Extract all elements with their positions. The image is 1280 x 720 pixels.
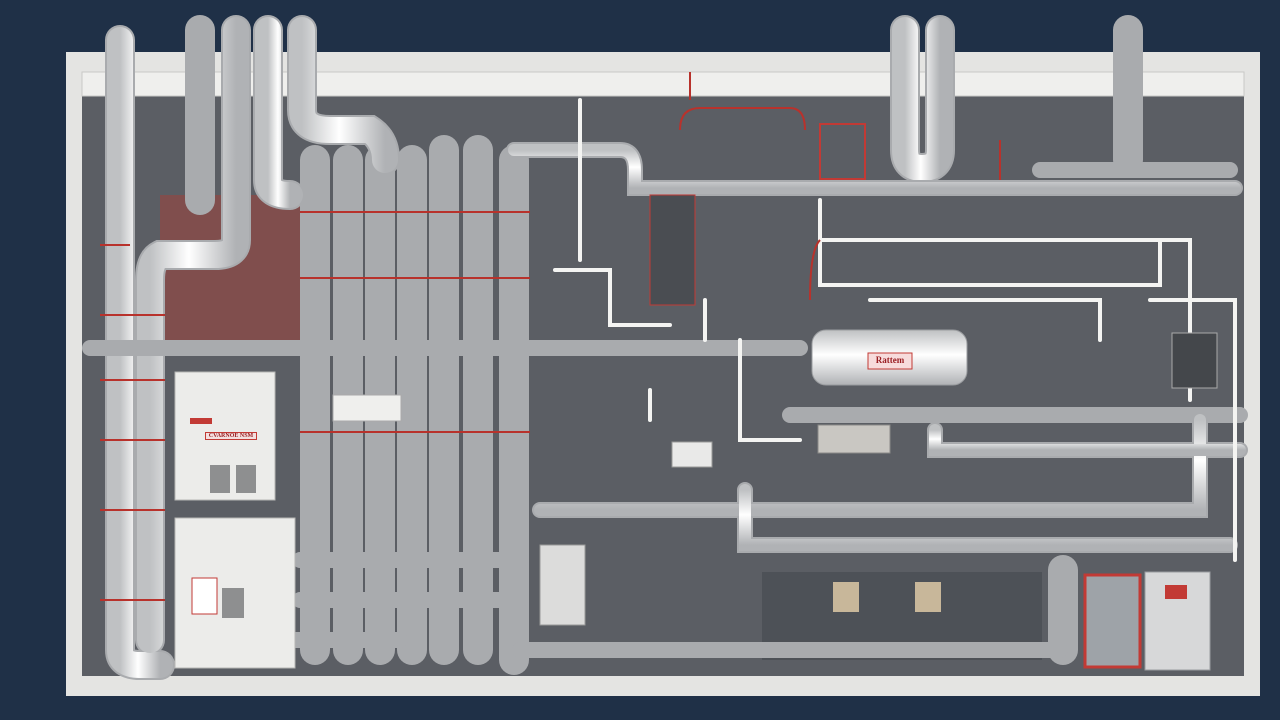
panel-indicator (190, 418, 212, 424)
meter-box (819, 123, 866, 180)
panel-grille (236, 465, 256, 493)
tank-label-plate (867, 352, 913, 370)
valve-assembly (817, 424, 891, 454)
pump-unit (539, 544, 586, 626)
pipe-clamp (833, 582, 859, 612)
valve-box (332, 394, 402, 422)
ac-unit-grille (1083, 573, 1142, 669)
panel-grille (210, 465, 230, 493)
warning-sticker (191, 577, 218, 615)
panel-window (222, 588, 244, 618)
ac-indicator (1165, 585, 1187, 599)
horizontal-pipes (82, 98, 1248, 658)
control-board (649, 194, 696, 306)
pipe-clamp (915, 582, 941, 612)
tank-label: Rattem (875, 355, 905, 365)
filter-unit (671, 441, 713, 468)
red-lines (100, 72, 1001, 601)
panel-label: CVARNOE NSM (205, 432, 257, 440)
switch-box (1171, 332, 1218, 389)
